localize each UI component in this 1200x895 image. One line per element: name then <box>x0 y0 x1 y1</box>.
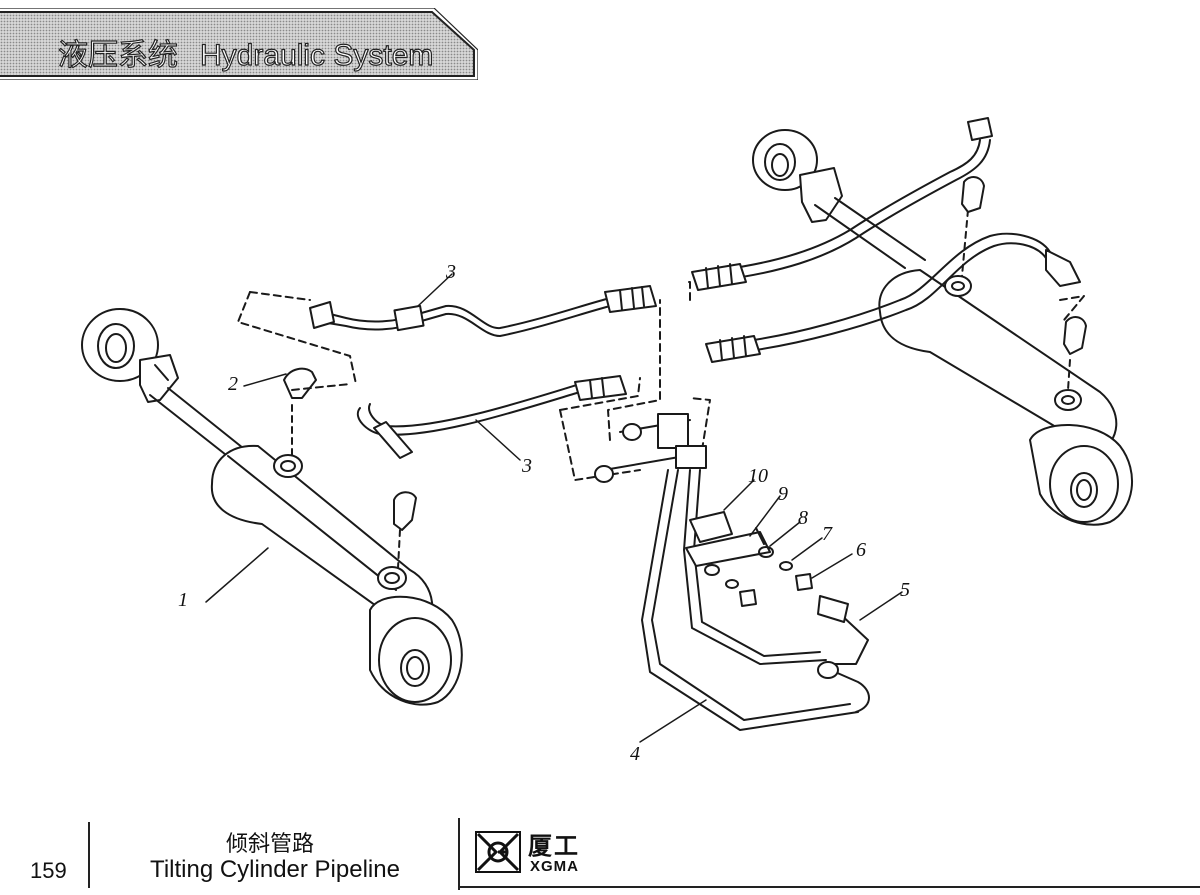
section-title-en: Hydraulic System <box>199 38 434 72</box>
footer-divider-right <box>458 818 460 890</box>
callout-5: 5 <box>900 579 910 601</box>
xgma-logo-icon <box>475 831 521 873</box>
left-tilt-cylinder <box>81 308 463 706</box>
figure-title-en: Tilting Cylinder Pipeline <box>150 856 400 883</box>
footer-divider-left <box>88 822 90 888</box>
right-tilt-cylinder <box>752 129 1134 526</box>
steel-pipes <box>594 413 870 731</box>
callout-7: 7 <box>822 523 832 545</box>
callout-leaders <box>205 273 903 743</box>
callout-9: 9 <box>778 483 788 505</box>
callout-3b: 3 <box>522 455 532 477</box>
hose-assemblies <box>309 117 1081 459</box>
section-title: 液压系统 Hydraulic System <box>57 30 434 74</box>
connection-dashed-lines <box>237 281 1085 481</box>
callout-8: 8 <box>798 507 808 529</box>
callout-3a: 3 <box>446 261 456 283</box>
logo-text-cn: 厦工 <box>528 832 580 860</box>
callout-6: 6 <box>856 539 866 561</box>
callout-4: 4 <box>630 743 640 765</box>
callout-10: 10 <box>748 465 768 487</box>
callout-2: 2 <box>228 373 238 395</box>
page-number: 159 <box>30 858 67 883</box>
callout-1: 1 <box>178 589 188 611</box>
footer-rule-bottom <box>458 886 1200 888</box>
figure-title-cn: 倾斜管路 <box>225 832 314 857</box>
section-title-cn: 液压系统 <box>57 38 178 72</box>
header-tab <box>0 8 478 80</box>
clamp-hardware <box>685 511 813 607</box>
logo-text-en: XGMA <box>530 858 579 875</box>
